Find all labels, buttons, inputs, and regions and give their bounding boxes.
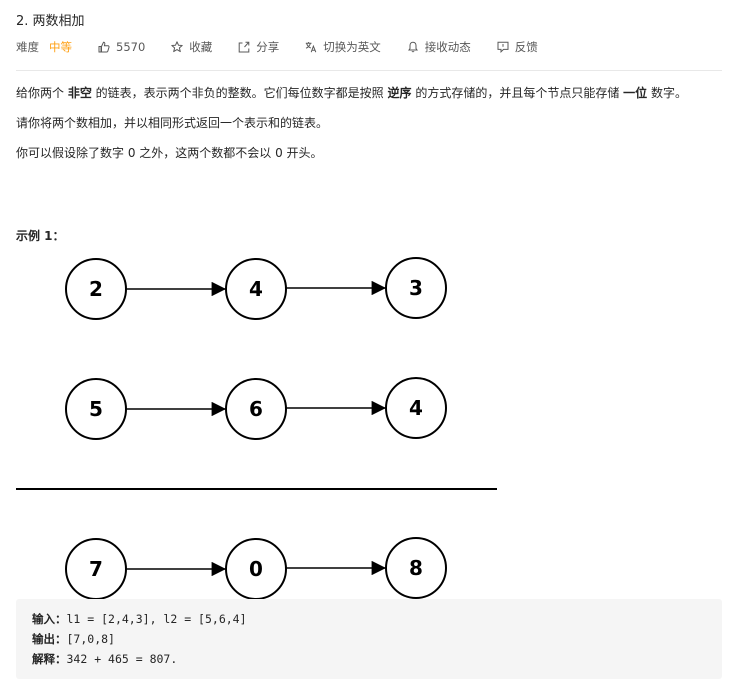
- node-value: 4: [409, 396, 423, 420]
- difficulty-badge: 中等: [49, 40, 72, 54]
- difficulty-label: 难度: [16, 40, 39, 54]
- emphasis-reverse: 逆序: [387, 86, 412, 100]
- output-value: [7,0,8]: [66, 632, 115, 646]
- difficulty: 难度 中等: [16, 39, 72, 55]
- list-node: [225, 258, 287, 320]
- switch-language-label: 切换为英文: [323, 40, 381, 54]
- problem-title: 2. 两数相加: [16, 14, 85, 29]
- problem-meta-bar: 难度 中等 5570 收藏 分享 切换为英文 接收动态 反馈: [16, 38, 564, 56]
- bell-icon: [407, 41, 418, 53]
- emphasis-one-digit: 一位: [623, 86, 648, 100]
- node-value: 7: [89, 557, 103, 581]
- node-value: 5: [89, 397, 103, 421]
- header-divider: [16, 70, 722, 71]
- example-title: 示例 1：: [16, 229, 65, 243]
- explanation-value: 342 + 465 = 807.: [66, 652, 178, 666]
- node-value: 4: [249, 277, 263, 301]
- share-button[interactable]: 分享: [238, 39, 279, 55]
- emphasis-non-empty: 非空: [67, 86, 92, 100]
- feedback-label: 反馈: [514, 40, 538, 54]
- description-paragraph-2: 请你将两个数相加，并以相同形式返回一个表示和的链表。: [16, 116, 329, 130]
- thumbs-up-icon: [98, 41, 110, 53]
- node-value: 3: [409, 276, 423, 300]
- favorite-label: 收藏: [189, 40, 213, 54]
- output-label: 输出：: [32, 632, 67, 646]
- example-explanation: 解释：342 + 465 = 807.: [32, 649, 722, 669]
- star-icon: [171, 41, 183, 53]
- input-label: 输入：: [32, 612, 67, 626]
- node-value: 6: [249, 397, 263, 421]
- share-label: 分享: [256, 40, 280, 54]
- node-value: 2: [89, 277, 103, 301]
- list-node: [225, 378, 287, 440]
- node-value: 0: [249, 557, 263, 581]
- list-node: [385, 537, 447, 599]
- notify-button[interactable]: 接收动态: [407, 39, 471, 55]
- feedback-button[interactable]: 反馈: [497, 39, 538, 55]
- translate-icon: [306, 42, 317, 53]
- like-button[interactable]: 5570: [98, 40, 145, 54]
- switch-language-button[interactable]: 切换为英文: [305, 39, 381, 55]
- input-value: l1 = [2,4,3], l2 = [5,6,4]: [66, 612, 247, 626]
- favorite-button[interactable]: 收藏: [171, 39, 212, 55]
- linked-list-diagram: 2 4 3 5 6 4 7 0 8: [16, 257, 497, 600]
- example-code-block: 输入：l1 = [2,4,3], l2 = [5,6,4] 输出：[7,0,8]…: [16, 599, 722, 679]
- description-paragraph-3: 你可以假设除了数字 0 之外，这两个数都不会以 0 开头。: [16, 146, 323, 160]
- list-node: [385, 257, 447, 319]
- example-output: 输出：[7,0,8]: [32, 629, 722, 649]
- problem-description: 给你两个 非空 的链表，表示两个非负的整数。它们每位数字都是按照 逆序 的方式存…: [16, 84, 722, 174]
- list-node: [385, 377, 447, 439]
- like-count: 5570: [116, 40, 146, 54]
- feedback-icon: [497, 41, 509, 53]
- list-node: [65, 258, 127, 320]
- description-paragraph-1: 给你两个 非空 的链表，表示两个非负的整数。它们每位数字都是按照 逆序 的方式存…: [16, 86, 687, 100]
- share-icon: [238, 41, 250, 53]
- notify-label: 接收动态: [424, 40, 471, 54]
- node-value: 8: [409, 556, 423, 580]
- explanation-label: 解释：: [32, 652, 67, 666]
- list-node: [65, 378, 127, 440]
- example-input: 输入：l1 = [2,4,3], l2 = [5,6,4]: [32, 609, 722, 629]
